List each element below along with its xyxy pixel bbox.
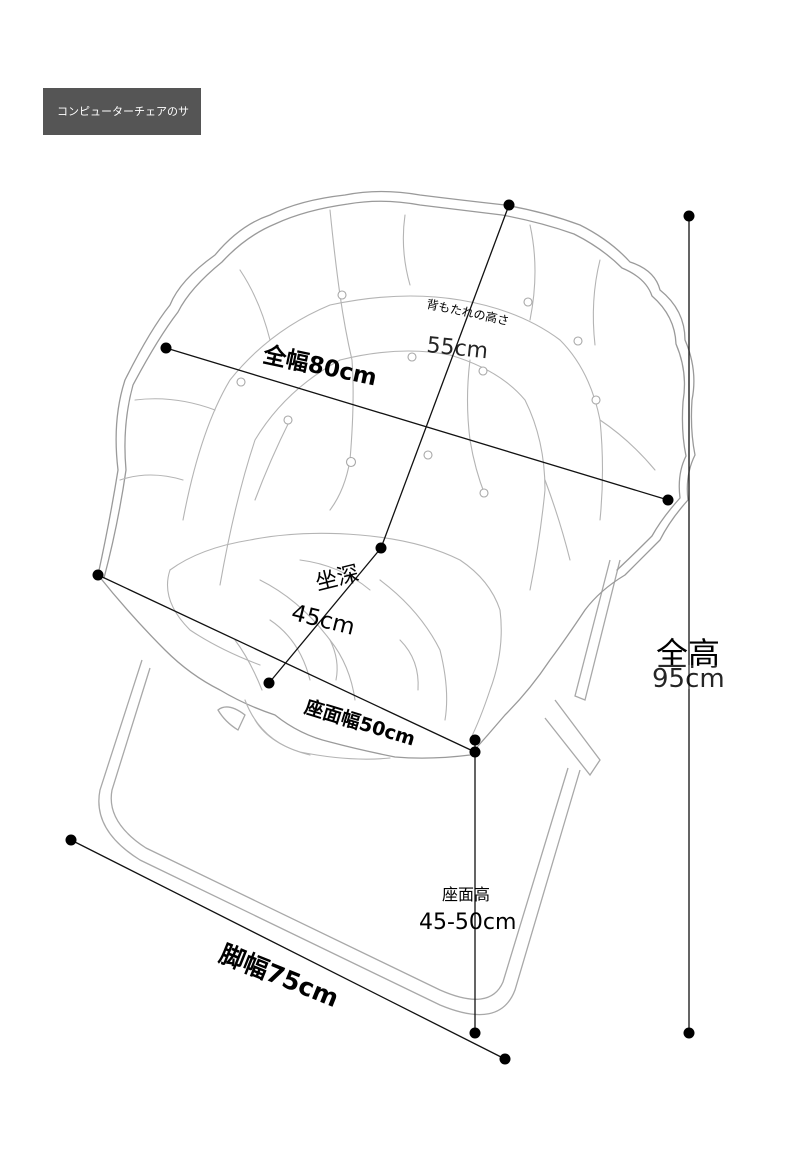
dimension-point bbox=[469, 734, 481, 746]
seat-cushion bbox=[169, 532, 502, 741]
dimension-point bbox=[662, 494, 674, 506]
dimension-point bbox=[160, 342, 172, 354]
dimension-point bbox=[499, 1053, 511, 1065]
tufting-buttons bbox=[236, 290, 601, 498]
dimension-point bbox=[469, 746, 481, 758]
dimension-point bbox=[92, 569, 104, 581]
dimension-point bbox=[65, 834, 77, 846]
seat-width-line bbox=[97, 574, 476, 753]
dimension-point bbox=[263, 677, 275, 689]
dimension-point bbox=[683, 210, 695, 222]
chair-frame bbox=[98, 559, 621, 1016]
dimension-point bbox=[469, 1027, 481, 1039]
full-height-label: 全高 bbox=[656, 635, 721, 673]
cushion-outline-inner bbox=[103, 200, 687, 579]
seat-depth-line bbox=[268, 547, 382, 684]
back-height-line bbox=[380, 204, 510, 549]
dimension-point bbox=[375, 542, 387, 554]
dimension-point bbox=[683, 1027, 695, 1039]
product-title-badge: コンピューターチェアのサ bbox=[43, 88, 201, 135]
cushion-outline bbox=[97, 190, 696, 759]
dimension-lines bbox=[65, 199, 695, 1065]
seat-height-label: 座面高 bbox=[442, 885, 491, 904]
full-height-value: 95cm bbox=[652, 665, 725, 689]
chair-illustration bbox=[97, 190, 696, 1016]
dimension-point bbox=[503, 199, 515, 211]
full-width-line bbox=[165, 347, 669, 501]
seat-height-value: 45-50cm bbox=[419, 910, 517, 935]
leg-width-line bbox=[70, 839, 506, 1060]
